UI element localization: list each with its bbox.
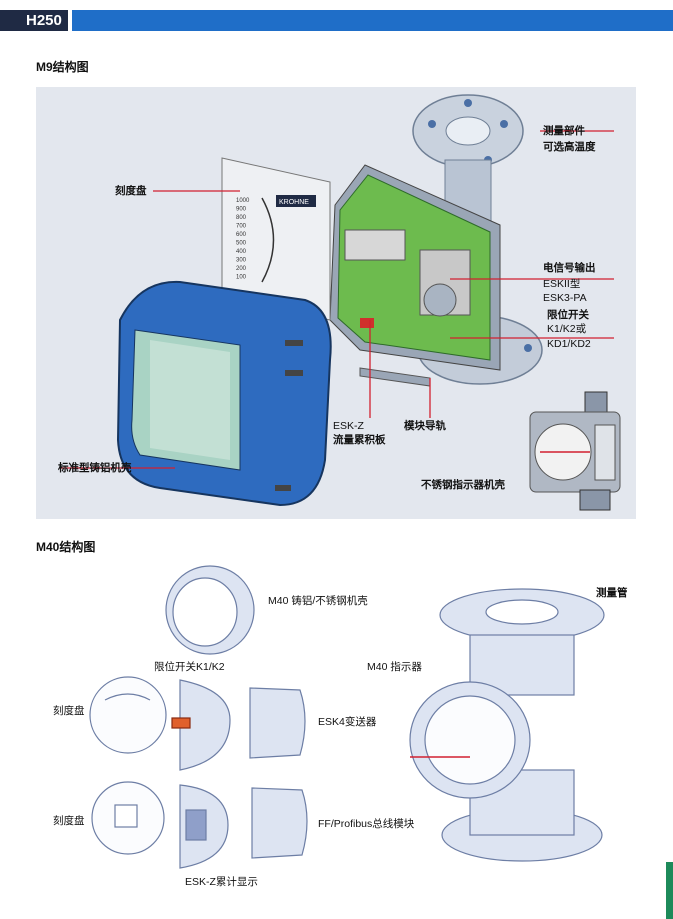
dial-tick-label: 500 [236,241,247,247]
label-dial: 刻度盘 [115,185,147,197]
m40-section-title: M40结构图 [36,540,96,554]
m40-dial-2 [91,781,165,855]
dial-tick-label: 1000 [236,198,250,204]
m40-ff-module [251,787,308,859]
m9-leader-lines [60,130,614,469]
brand-label: KROHNE [279,199,309,206]
label-m40-ff: FF/Profibus总线模块 [318,818,415,830]
dial-tick-label: 600 [236,232,247,238]
label-m40-dial-1: 刻度盘 [53,705,85,717]
dial-tick-label: 300 [236,258,247,264]
stainless-indicator [529,391,621,511]
label-m40-esk4: ESK4变送器 [318,716,377,728]
m40-housing [165,565,255,655]
label-module-rail: 模块导轨 [404,420,446,432]
label-m40-housing: M40 铸铝/不锈钢机壳 [268,595,368,607]
label-signal-esk3: ESK3-PA [543,292,587,304]
standard-housing [116,280,332,507]
label-ss-indicator: 不锈钢指示器机壳 [421,479,505,491]
m40-eskz [179,784,229,869]
dial-tick-label: 200 [236,266,247,272]
label-signal-esk2: ESKII型 [543,278,581,290]
m40-limit-module [171,679,231,771]
label-limit-k1k2: K1/K2或 [547,323,587,335]
page-tag: H250 [0,10,68,31]
label-m40-tube: 测量管 [596,587,628,599]
m40-measuring-tube [439,588,605,862]
label-eskz-board: 流量累积板 [333,434,386,446]
label-limit-switch: 限位开关 [547,309,589,321]
m40-esk4 [249,687,306,759]
label-measuring-part: 测量部件 [543,125,585,137]
label-m40-limit: 限位开关K1/K2 [154,661,225,673]
label-signal-output: 电信号输出 [543,262,596,274]
dial-tick-label: 400 [236,249,247,255]
label-m40-dial-2: 刻度盘 [53,815,85,827]
label-standard-housing: 标准型铸铝机壳 [58,462,132,474]
dial-tick-label: 100 [236,275,247,281]
dial-tick-label: 800 [236,215,247,221]
label-measuring-part-opt: 可选高温度 [543,141,596,153]
dial-plate: KROHNE [221,157,331,321]
electronics-module [329,164,501,387]
m9-section-title: M9结构图 [36,60,89,74]
dial-tick-label: 700 [236,224,247,230]
label-limit-kd: KD1/KD2 [547,338,591,350]
label-m40-eskz: ESK-Z累计显示 [185,876,258,888]
m40-dial-1 [89,676,167,754]
m40-indicator [409,681,531,799]
side-tab [666,862,673,919]
measuring-tube-top [412,94,524,231]
header-bar [72,10,673,31]
label-m40-indicator: M40 指示器 [367,661,422,673]
label-eskz: ESK-Z [333,420,364,432]
dial-tick-label: 900 [236,207,247,213]
